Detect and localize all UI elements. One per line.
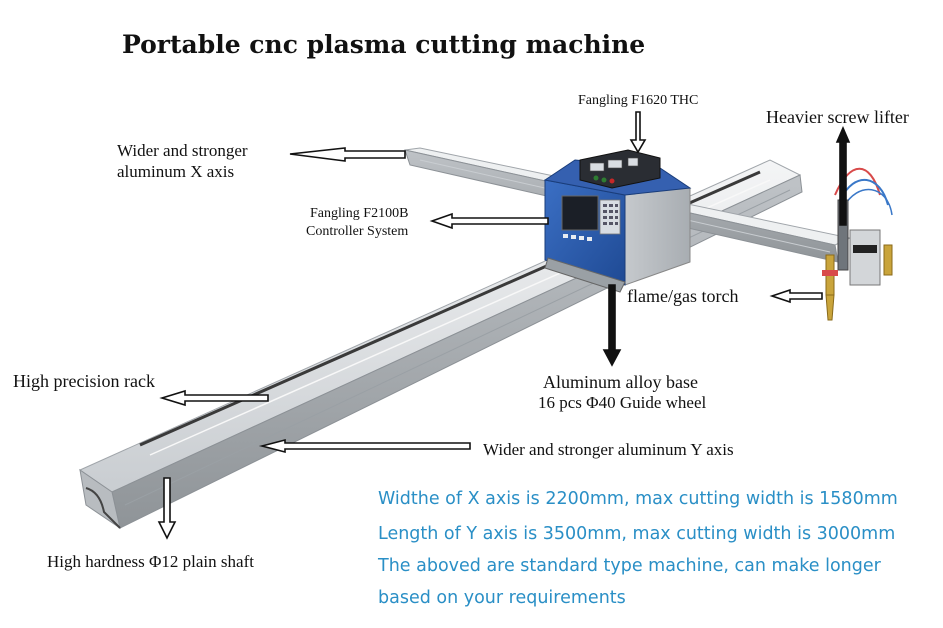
spec-note-2: Length of Y axis is 3500mm, max cutting … (378, 524, 896, 544)
gantry-carriage (543, 149, 692, 293)
callout-arrows (157, 111, 851, 540)
label-base-line1: Aluminum alloy base (543, 372, 698, 392)
spec-note-4: based on your requirements (378, 588, 626, 608)
label-thc: Fangling F1620 THC (578, 93, 699, 108)
label-controller-line1: Fangling F2100B (310, 206, 409, 221)
label-y-axis: Wider and stronger aluminum Y axis (483, 440, 734, 459)
label-controller-line2: Controller System (306, 224, 409, 239)
label-x-axis-line1: Wider and stronger (117, 141, 248, 160)
page-title: Portable cnc plasma cutting machine (122, 30, 646, 59)
label-x-axis-line2: aluminum X axis (117, 162, 235, 181)
label-base-line2: 16 pcs Φ40 Guide wheel (538, 393, 707, 412)
spec-note-1: Widthe of X axis is 2200mm, max cutting … (378, 489, 898, 509)
label-rack: High precision rack (13, 371, 155, 391)
label-torch: flame/gas torch (627, 286, 739, 306)
label-shaft: High hardness Φ12 plain shaft (47, 552, 254, 571)
label-screw-lifter: Heavier screw lifter (766, 107, 909, 127)
spec-note-3: The aboved are standard type machine, ca… (378, 556, 881, 576)
thc-unit (579, 149, 661, 189)
controller-screen-icon (561, 195, 599, 231)
